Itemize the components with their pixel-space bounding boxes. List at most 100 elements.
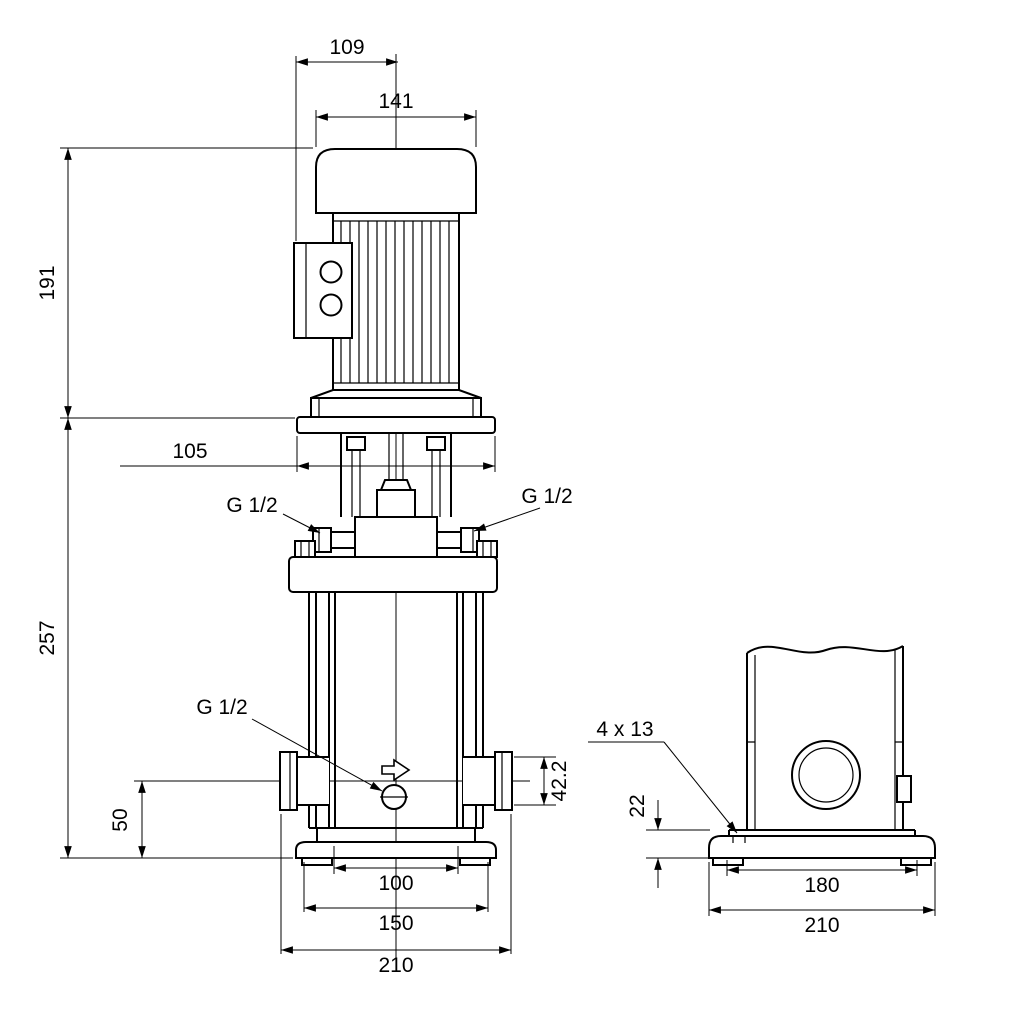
- pump-head: [288, 516, 498, 593]
- dim-141: 141: [315, 90, 477, 147]
- cable-gland-top: [319, 260, 343, 284]
- staybolt-rods: [351, 450, 441, 517]
- port-right-mask: [463, 758, 495, 804]
- ext-lines: [303, 862, 489, 912]
- port-label-right: G 1/2: [521, 485, 572, 508]
- cable-gland-bottom: [319, 293, 343, 317]
- leader-line: [473, 507, 541, 532]
- motor-flange: [310, 397, 482, 418]
- staybolt-nut-right: [426, 436, 446, 451]
- dim-42-2: 42.2: [514, 756, 571, 806]
- staybolt-nut-left: [346, 436, 366, 451]
- chamber-stack: [308, 592, 484, 829]
- dim-label-180: 180: [804, 874, 839, 897]
- dim-191: 191: [36, 147, 313, 419]
- dim-180: 180: [726, 860, 918, 897]
- side-base-plate: [708, 835, 936, 859]
- dim-label-105: 105: [172, 440, 207, 463]
- dim-105: 105: [120, 436, 496, 472]
- head-flange: [288, 556, 498, 593]
- side-port-outer: [791, 740, 861, 810]
- dim-4x13: 4 x 13: [588, 718, 738, 834]
- seal-cone: [379, 479, 413, 491]
- dim-g-half-left: G 1/2: [226, 494, 321, 534]
- side-view: [708, 645, 936, 866]
- base-skirt: [295, 841, 497, 859]
- dim-109: 109: [295, 36, 398, 241]
- ports: [279, 751, 513, 811]
- flange-nut-right: [476, 540, 498, 558]
- dim-150: 150: [303, 862, 489, 935]
- leader-line: [282, 513, 321, 534]
- dimensions: 109 141 191 105 257 G 1/2 G: [36, 36, 936, 977]
- dim-label-257: 257: [36, 620, 59, 655]
- side-port-bore: [798, 747, 854, 803]
- dim-22: 22: [626, 794, 710, 888]
- leader-line: [663, 741, 738, 834]
- dim-label-22: 22: [626, 794, 649, 817]
- terminal-box: [293, 242, 353, 339]
- side-foot-right: [900, 857, 932, 866]
- pump-base: [295, 828, 497, 866]
- side-base: [708, 829, 936, 866]
- dim-50: 50: [109, 780, 276, 858]
- shaft-lines: [388, 433, 404, 480]
- base-neck: [316, 828, 476, 842]
- ext-lines: [514, 756, 556, 806]
- dim-g-half-right: G 1/2: [473, 485, 573, 532]
- flange-nut-left-facets: [300, 541, 310, 557]
- port-left-mask: [297, 758, 329, 804]
- front-view: [279, 148, 513, 866]
- lantern-sides: [340, 433, 452, 517]
- dim-g-half-drain: G 1/2: [196, 696, 383, 792]
- dim-label-42-2: 42.2: [548, 761, 571, 802]
- leader-line: [251, 718, 383, 792]
- ext-lines: [280, 814, 512, 954]
- ext-lines: [646, 829, 710, 859]
- port-left-flange: [279, 751, 298, 811]
- fan-cover: [315, 148, 477, 214]
- base-foot-right: [459, 857, 491, 866]
- side-chamber: [746, 645, 912, 830]
- dim-label-150: 150: [378, 912, 413, 935]
- break-wave: [746, 645, 904, 654]
- port-left-pipe: [297, 756, 329, 806]
- dim-label-141: 141: [378, 90, 413, 113]
- dim-210-front: 210: [280, 814, 512, 977]
- dim-label-210-side: 210: [804, 914, 839, 937]
- stool-flange: [296, 416, 496, 434]
- plug-neck-right: [436, 531, 462, 549]
- motor-foot: [310, 389, 482, 399]
- dim-label-100: 100: [378, 872, 413, 895]
- dim-label-210-front: 210: [378, 954, 413, 977]
- port-right-flange: [494, 751, 513, 811]
- sleeve-walls: [328, 592, 464, 828]
- side-foot-left: [712, 857, 744, 866]
- flange-nut-right-facets: [482, 541, 492, 557]
- ext-lines: [60, 147, 313, 419]
- plug-neck-left: [330, 531, 356, 549]
- dim-100: 100: [333, 846, 459, 895]
- base-foot-left: [301, 857, 333, 866]
- dim-label-4x13: 4 x 13: [596, 718, 653, 741]
- coupling-block: [376, 489, 416, 518]
- side-clamp: [896, 775, 912, 803]
- dim-257: 257: [36, 418, 293, 859]
- flange-nut-left: [294, 540, 316, 558]
- flow-arrow-icon: [381, 758, 411, 782]
- dim-label-50: 50: [109, 808, 132, 831]
- dim-label-191: 191: [36, 265, 59, 300]
- port-label-drain: G 1/2: [196, 696, 247, 719]
- dim-label-109: 109: [329, 36, 364, 59]
- motor: [293, 148, 482, 418]
- motor-stool: [296, 416, 496, 518]
- port-right-pipe: [463, 756, 495, 806]
- head-block: [354, 516, 438, 558]
- motor-flange-bolts: [318, 398, 474, 417]
- dim-210-side: 210: [708, 862, 936, 937]
- side-bolt-slot: [732, 836, 746, 843]
- staybolts: [308, 592, 484, 828]
- port-label-left: G 1/2: [226, 494, 277, 517]
